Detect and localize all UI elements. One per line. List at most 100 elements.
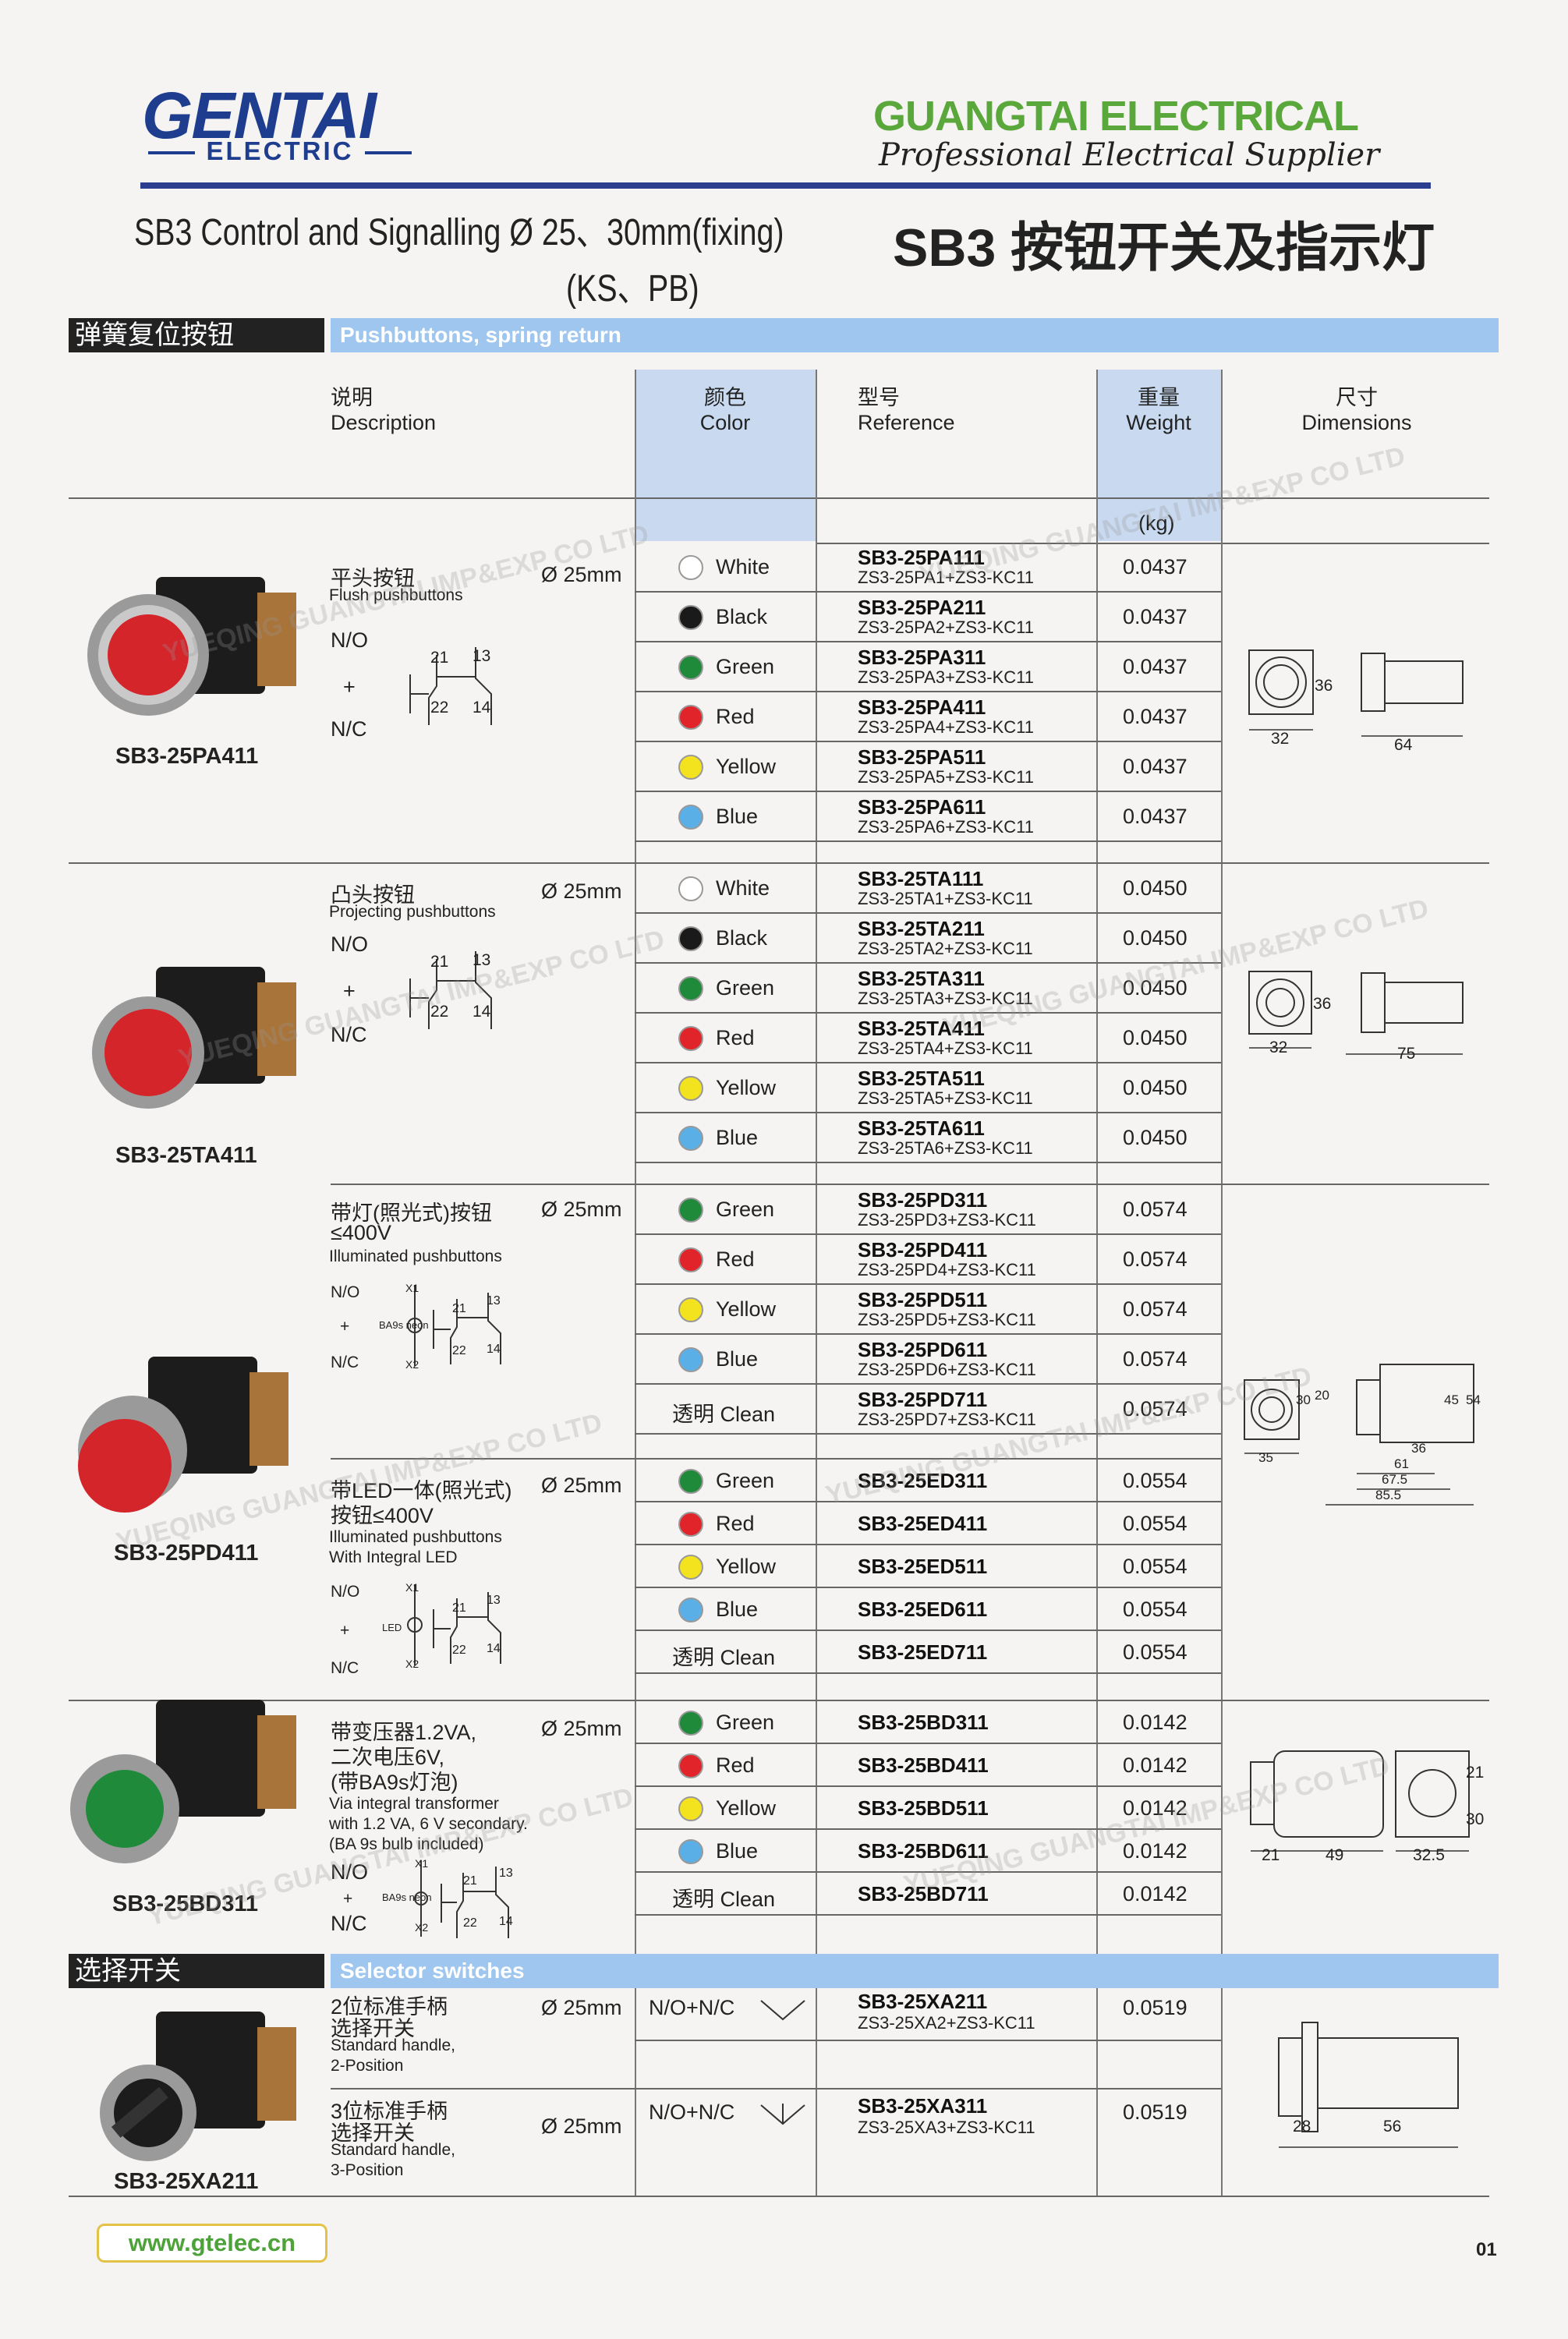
color-swatch xyxy=(678,1297,703,1322)
weight-value: 0.0450 xyxy=(1123,1126,1188,1149)
color-swatch xyxy=(678,755,703,780)
reference-code: SB3-25TA211 xyxy=(858,917,985,940)
dim-bd-5: 32.5 xyxy=(1413,1846,1445,1864)
dimension-drawing-xa xyxy=(1255,2007,1481,2155)
reference-code: SB3-25ED611 xyxy=(858,1597,988,1621)
section-label-cn: 弹簧复位按钮 xyxy=(69,318,324,352)
color-swatch xyxy=(678,926,703,951)
row-divider xyxy=(635,962,1221,964)
weight-value: 0.0450 xyxy=(1123,1026,1188,1049)
lamp-label: BA9s neon xyxy=(379,1319,429,1331)
reference-code: SB3-25PA311 xyxy=(858,646,986,669)
color-label: Blue xyxy=(716,1126,759,1149)
color-swatch xyxy=(678,1126,703,1151)
color-label: Green xyxy=(716,1198,775,1221)
desc-en: Illuminated pushbuttons xyxy=(329,1247,502,1265)
weight-value: 0.0519 xyxy=(1123,1996,1188,2019)
color-label: Blue xyxy=(716,1347,759,1371)
color-swatch xyxy=(678,1597,703,1622)
group-divider xyxy=(69,1700,1489,1701)
reference-parts: ZS3-25PD4+ZS3-KC11 xyxy=(858,1260,1036,1279)
desc-cn: 带灯(照光式)按钮 xyxy=(331,1201,492,1225)
led-contact-diagram xyxy=(379,1578,504,1672)
selector-position-icon xyxy=(759,1998,806,2024)
terminal-22: 22 xyxy=(463,1916,477,1930)
dim-pd-2: 20 xyxy=(1315,1388,1329,1403)
terminal-13: 13 xyxy=(473,951,491,969)
product-photo-bd xyxy=(55,1692,312,1871)
terminal-22: 22 xyxy=(430,1003,449,1021)
dim-pd-8: 67.5 xyxy=(1382,1472,1408,1487)
weight-unit: (kg) xyxy=(1138,511,1175,535)
weight-value: 0.0437 xyxy=(1123,755,1188,778)
dim-pa-1: 36 xyxy=(1315,677,1333,695)
terminal-x2: X2 xyxy=(405,1358,419,1371)
row-divider xyxy=(635,1544,1221,1545)
weight-value: 0.0142 xyxy=(1123,1796,1188,1820)
product-caption: SB3-25TA411 xyxy=(115,1143,257,1168)
dim-pd-4: 54 xyxy=(1466,1392,1481,1407)
dim-pd-9: 85.5 xyxy=(1375,1488,1402,1502)
reference-parts: ZS3-25PA3+ZS3-KC11 xyxy=(858,667,1035,687)
color-swatch xyxy=(678,1838,703,1864)
weight-value: 0.0574 xyxy=(1123,1247,1188,1271)
product-caption: SB3-25PA411 xyxy=(115,744,259,769)
terminal-14: 14 xyxy=(499,1915,513,1928)
desc-en: Projecting pushbuttons xyxy=(329,903,496,921)
row-divider xyxy=(635,741,1221,742)
dim-pa-2: 32 xyxy=(1271,730,1290,748)
color-label: Blue xyxy=(716,1838,759,1863)
contact-no: N/O xyxy=(331,1860,369,1884)
weight-value: 0.0554 xyxy=(1123,1554,1188,1578)
row-divider xyxy=(331,2088,1221,2090)
row-divider xyxy=(635,1233,1221,1235)
page-number: 01 xyxy=(1476,2239,1497,2260)
reference-parts: ZS3-25TA5+ZS3-KC11 xyxy=(858,1088,1033,1108)
contact-nc: N/C xyxy=(331,717,367,741)
reference-code: SB3-25XA311 xyxy=(858,2094,988,2118)
dimension-drawing-pd xyxy=(1240,1357,1489,1513)
dimension-drawing-ta xyxy=(1244,967,1478,1068)
section-label-en: Pushbuttons, spring return xyxy=(331,318,1499,352)
header-divider-2 xyxy=(816,543,1489,544)
mount-size: Ø 25mm xyxy=(541,879,622,903)
dim-bd-3: 21 xyxy=(1466,1764,1485,1782)
row-divider xyxy=(635,1743,1221,1744)
product-photo-ta xyxy=(62,943,312,1131)
terminal-13: 13 xyxy=(487,1294,501,1308)
website-link[interactable]: www.gtelec.cn xyxy=(97,2224,327,2263)
brand-name: GUANGTAI ELECTRICAL xyxy=(873,93,1359,140)
desc-en-3: (BA 9s bulb included) xyxy=(329,1835,484,1853)
dim-xa-1: 28 xyxy=(1293,2118,1311,2136)
reference-parts: ZS3-25PD7+ZS3-KC11 xyxy=(858,1410,1036,1429)
product-caption: SB3-25BD311 xyxy=(112,1891,258,1916)
terminal-21: 21 xyxy=(430,649,449,667)
color-swatch xyxy=(678,1198,703,1223)
contact-type: N/O+N/C xyxy=(649,2100,735,2124)
desc-cn: 3位标准手柄 xyxy=(331,2100,448,2123)
dim-ta-1: 36 xyxy=(1313,995,1332,1013)
reference-code: SB3-25PD311 xyxy=(858,1188,988,1212)
color-label: Red xyxy=(716,1511,755,1535)
reference-code: SB3-25PA611 xyxy=(858,795,986,819)
row-divider xyxy=(635,591,1221,593)
color-swatch xyxy=(678,1468,703,1494)
row-divider xyxy=(635,1828,1221,1830)
dim-bd-2: 49 xyxy=(1326,1846,1344,1864)
contact-no: N/O xyxy=(331,1283,360,1301)
reference-code: SB3-25ED311 xyxy=(858,1468,988,1492)
